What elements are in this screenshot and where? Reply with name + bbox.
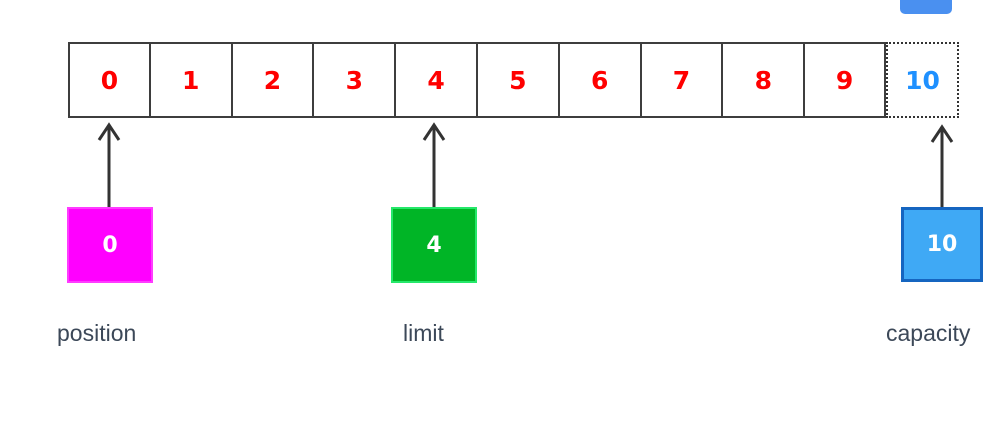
buffer-cell: 2: [231, 42, 314, 118]
capacity-caption: capacity: [886, 320, 971, 346]
capacity-arrow: [930, 124, 954, 208]
buffer-cell: 5: [476, 42, 559, 118]
buffer-cell: 9: [804, 42, 886, 118]
limit-caption: limit: [403, 320, 444, 346]
limit-arrow: [422, 122, 446, 208]
buffer-cell: 7: [640, 42, 723, 118]
position-caption: position: [57, 320, 137, 346]
buffer-cell-strip: 0 1 2 3 4 5 6 7 8 9 10: [68, 42, 959, 118]
buffer-cell-capacity-slot: 10: [885, 42, 959, 118]
buffer-cell: 0: [68, 42, 150, 118]
buffer-cell: 6: [558, 42, 641, 118]
tab-fragment-decoration: [900, 0, 952, 14]
buffer-cell: 4: [395, 42, 477, 118]
position-value-box: 0: [67, 207, 153, 283]
buffer-cell: 3: [313, 42, 396, 118]
limit-value-box: 4: [391, 207, 477, 283]
buffer-cell: 8: [722, 42, 805, 118]
position-arrow: [97, 122, 121, 208]
buffer-cell: 1: [149, 42, 232, 118]
capacity-value-box: 10: [901, 207, 983, 282]
